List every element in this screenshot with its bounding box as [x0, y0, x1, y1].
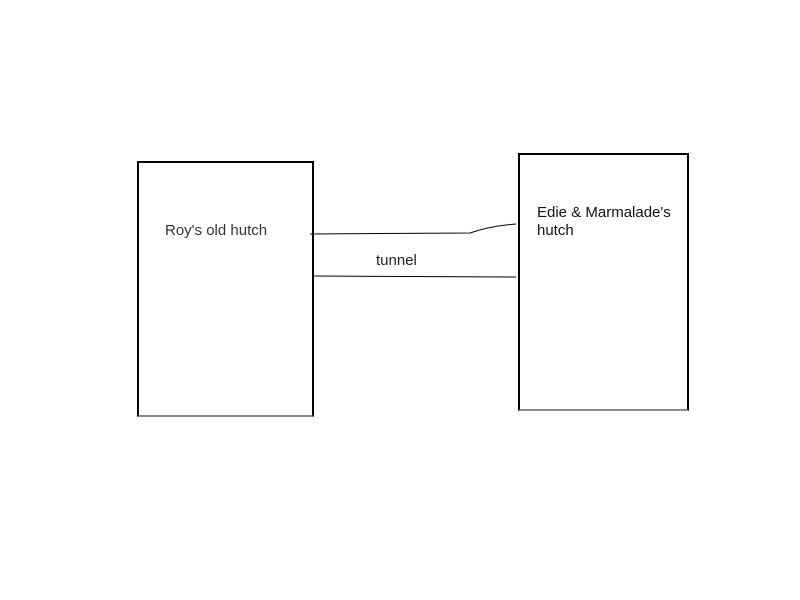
right-hutch-box	[518, 153, 689, 411]
tunnel-top-line	[309, 223, 517, 235]
tunnel-label: tunnel	[376, 252, 417, 269]
left-hutch-box	[137, 161, 314, 417]
left-hutch-label: Roy's old hutch	[165, 222, 268, 239]
right-hutch-label: Edie & Marmalade's hutch	[537, 204, 671, 239]
tunnel-bottom-line	[311, 275, 517, 278]
